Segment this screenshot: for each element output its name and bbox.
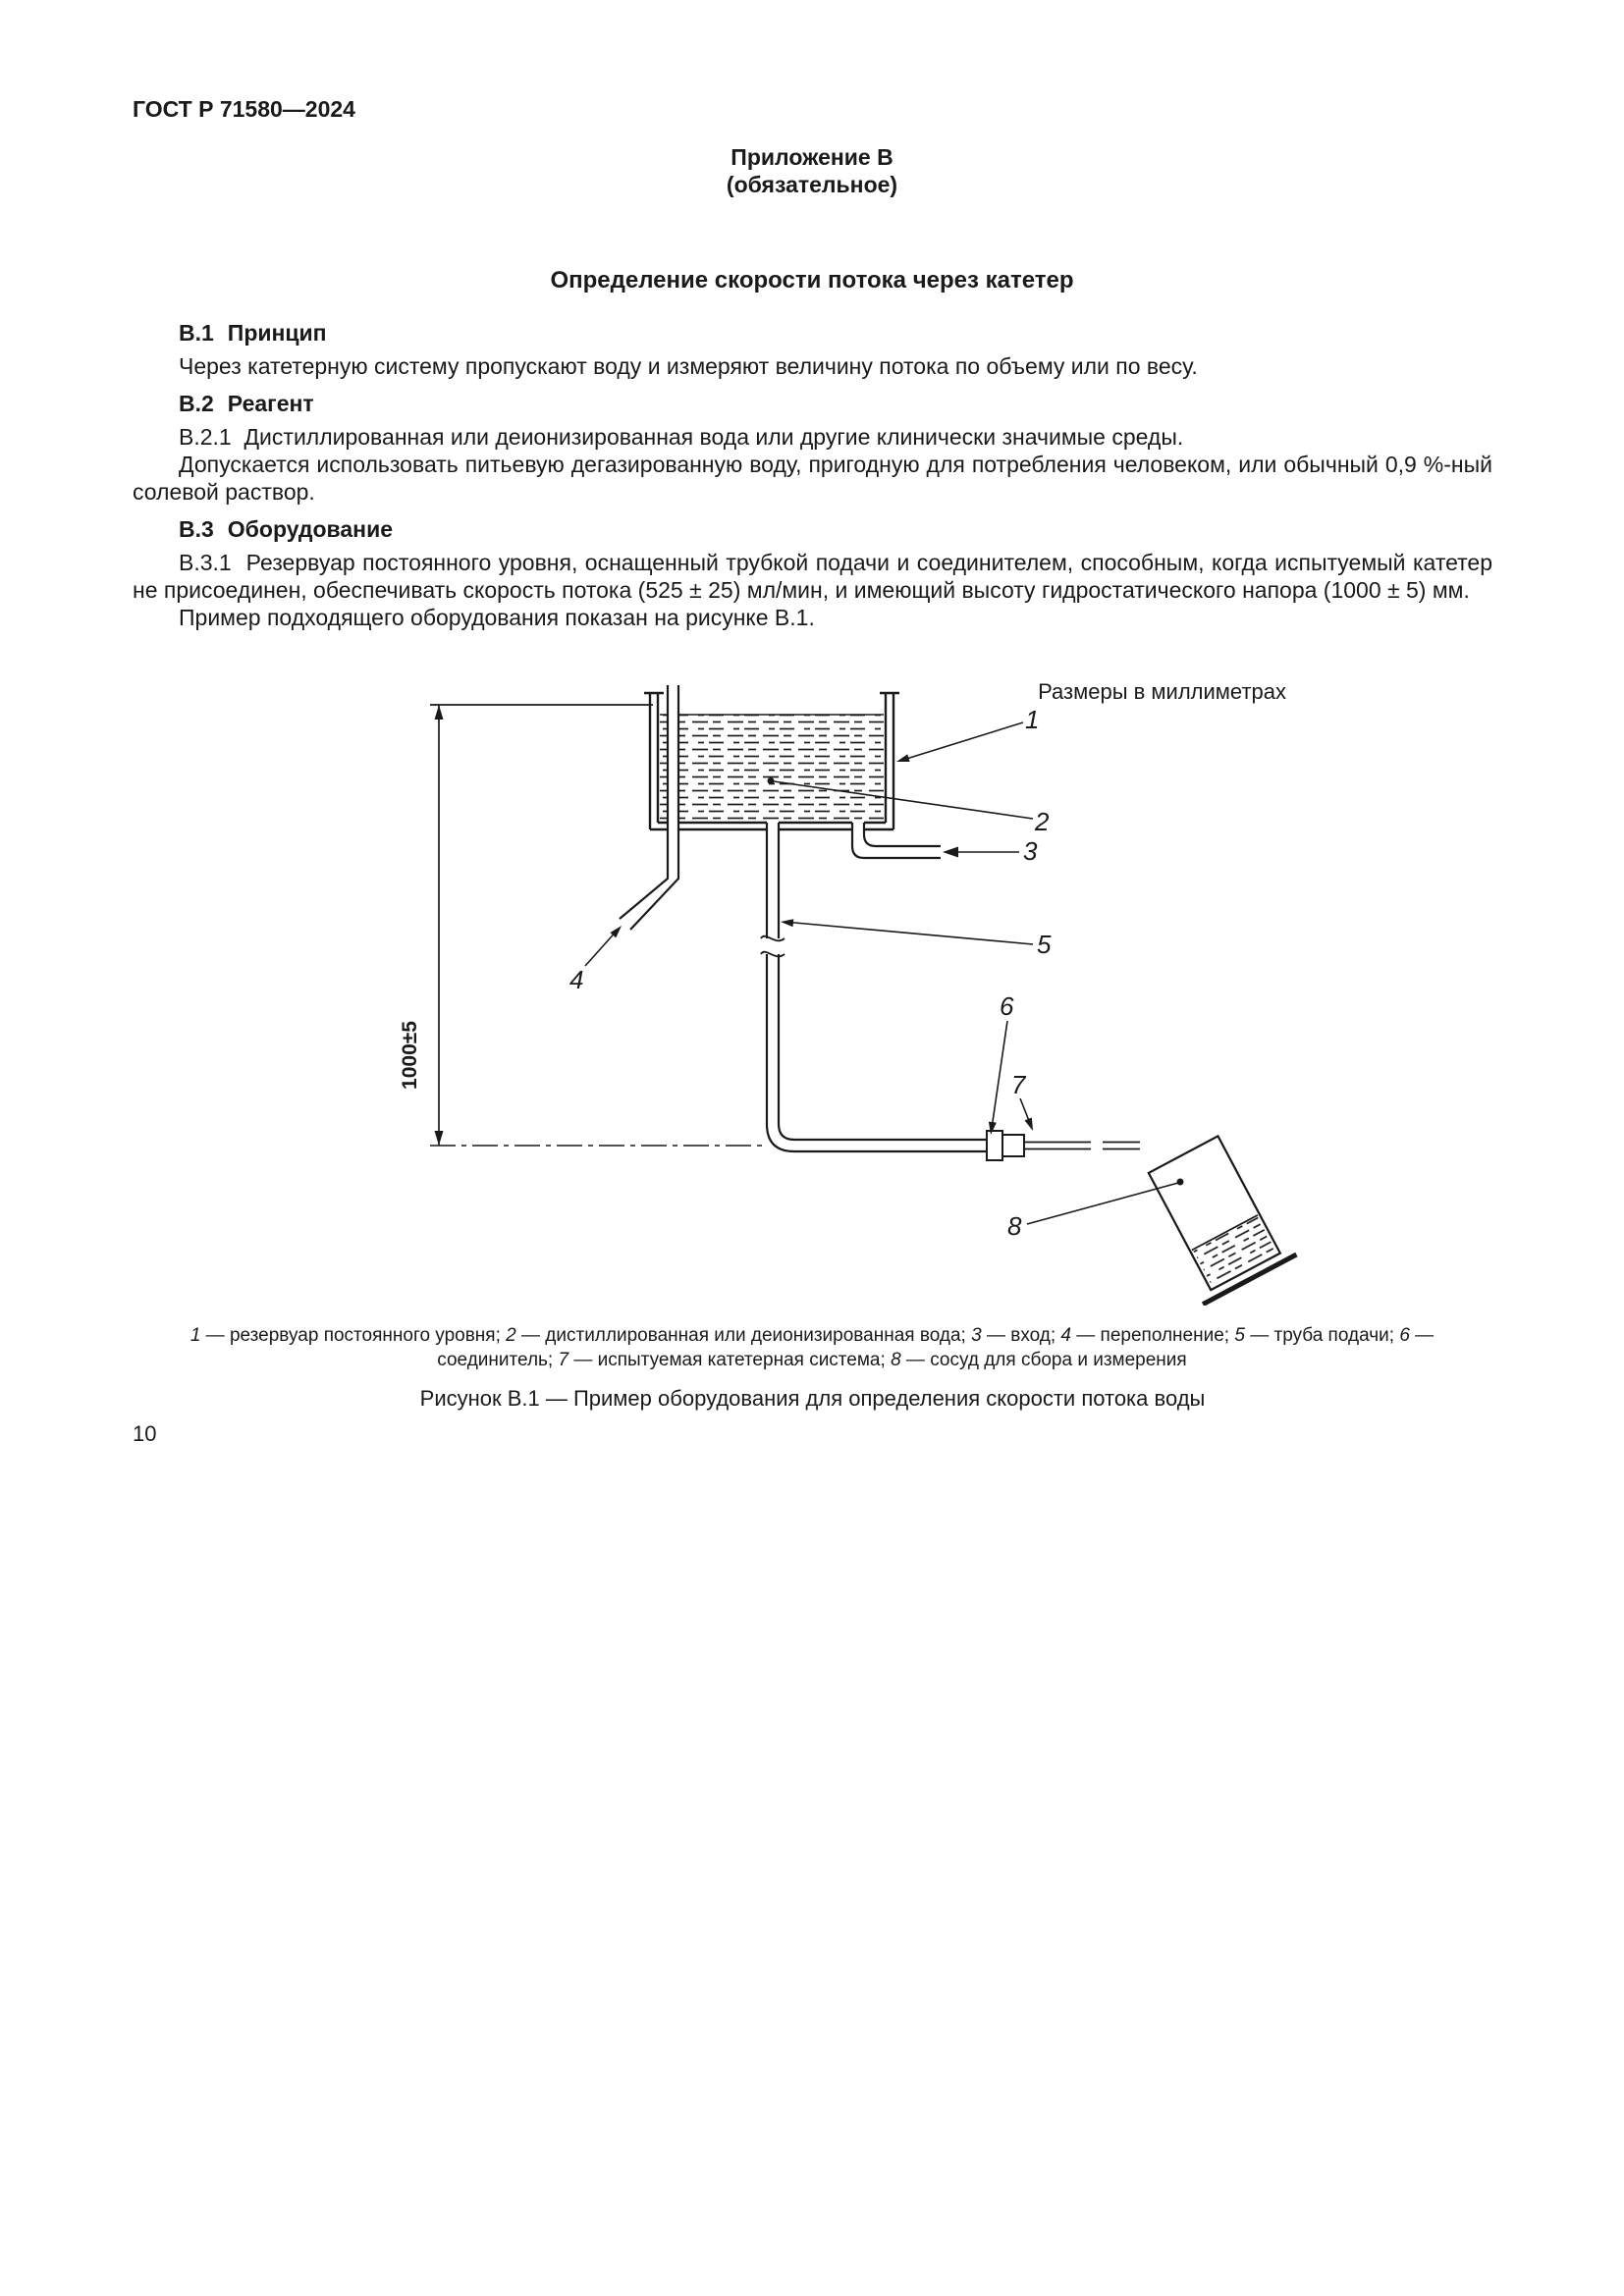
section-title: Реагент — [227, 391, 314, 416]
supply-tube — [760, 823, 987, 1153]
legend-num: 8 — [891, 1350, 901, 1370]
callout-5: 5 — [1037, 930, 1052, 959]
legend-num: 5 — [1234, 1325, 1245, 1346]
legend-text: — дистиллированная или деионизированная … — [515, 1325, 972, 1346]
legend-num: 7 — [558, 1350, 569, 1370]
section-number: В.1 — [179, 320, 214, 346]
page-number: 10 — [133, 1421, 157, 1446]
legend-num: 3 — [971, 1325, 982, 1346]
legend-text: — сосуд для сбора и измерения — [900, 1350, 1187, 1370]
callout-7: 7 — [1011, 1070, 1027, 1099]
legend-num: 4 — [1060, 1325, 1071, 1346]
callout-4: 4 — [569, 965, 583, 994]
legend-text: — испытуемая катетерная система; — [568, 1350, 892, 1370]
section-number: В.2 — [179, 391, 214, 416]
section-heading-b3: В.3 Оборудование — [133, 515, 1492, 543]
callout-8: 8 — [1007, 1211, 1022, 1241]
figure-legend: 1 — резервуар постоянного уровня; 2 — ди… — [159, 1323, 1465, 1372]
figure-b1-diagram: 1000±5 — [399, 685, 1298, 1306]
callout-leaders — [584, 721, 1179, 1225]
water-fill — [660, 714, 884, 823]
legend-text: — резервуар постоянного уровня; — [200, 1325, 507, 1346]
paragraph: В.2.1 Дистиллированная или деионизирован… — [179, 424, 1184, 450]
connector — [986, 1130, 1025, 1161]
legend-text: — соединитель; — [437, 1325, 1435, 1370]
overflow-tube — [619, 685, 680, 931]
inlet-tube — [850, 823, 941, 860]
section-heading-b2: В.2 Реагент — [133, 390, 1492, 417]
callout-3: 3 — [1023, 836, 1038, 866]
appendix-status: (обязательное) — [726, 172, 898, 197]
body-text: В.1 Принцип Через катетерную систему проп… — [133, 319, 1492, 631]
dimension-label: 1000±5 — [399, 1021, 421, 1090]
appendix-label: Приложение В — [731, 144, 893, 170]
section-title: Принцип — [227, 320, 327, 346]
paragraph: В.3.1 Резервуар постоянного уровня, осна… — [133, 550, 1492, 603]
section-heading-b1: В.1 Принцип — [133, 319, 1492, 347]
appendix-title: Определение скорости потока через катете… — [550, 267, 1074, 294]
paragraph: Через катетерную систему пропускают воду… — [179, 353, 1198, 379]
section-title: Оборудование — [227, 516, 394, 542]
legend-text: — вход; — [981, 1325, 1061, 1346]
appendix-heading: Приложение В (обязательное) — [0, 143, 1624, 198]
legend-num: 2 — [506, 1325, 516, 1346]
section-number: В.3 — [179, 516, 214, 542]
callout-arrowheads — [610, 754, 1184, 1186]
legend-num: 6 — [1399, 1325, 1410, 1346]
paragraph: Пример подходящего оборудования показан … — [179, 605, 815, 630]
figure-caption: Рисунок В.1 — Пример оборудования для оп… — [419, 1386, 1206, 1411]
inlet-flow-arrow — [943, 846, 958, 858]
measuring-cylinder — [1147, 1134, 1298, 1306]
paragraph: Допускается использовать питьевую дегази… — [133, 452, 1492, 505]
legend-text: — переполнение; — [1070, 1325, 1235, 1346]
dimension-arrow-top — [434, 705, 444, 720]
dimension-arrow-bottom — [434, 1131, 444, 1146]
doc-code: ГОСТ Р 71580—2024 — [133, 96, 355, 122]
legend-text: — труба подачи; — [1244, 1325, 1400, 1346]
legend-num: 1 — [189, 1325, 201, 1346]
callout-6: 6 — [1000, 991, 1014, 1021]
callout-1: 1 — [1025, 705, 1039, 734]
dimension-1000 — [430, 704, 653, 1146]
catheter-system — [1024, 1141, 1140, 1150]
figure-units-note: Размеры в миллиметрах — [1038, 679, 1286, 704]
callout-2: 2 — [1034, 807, 1050, 836]
